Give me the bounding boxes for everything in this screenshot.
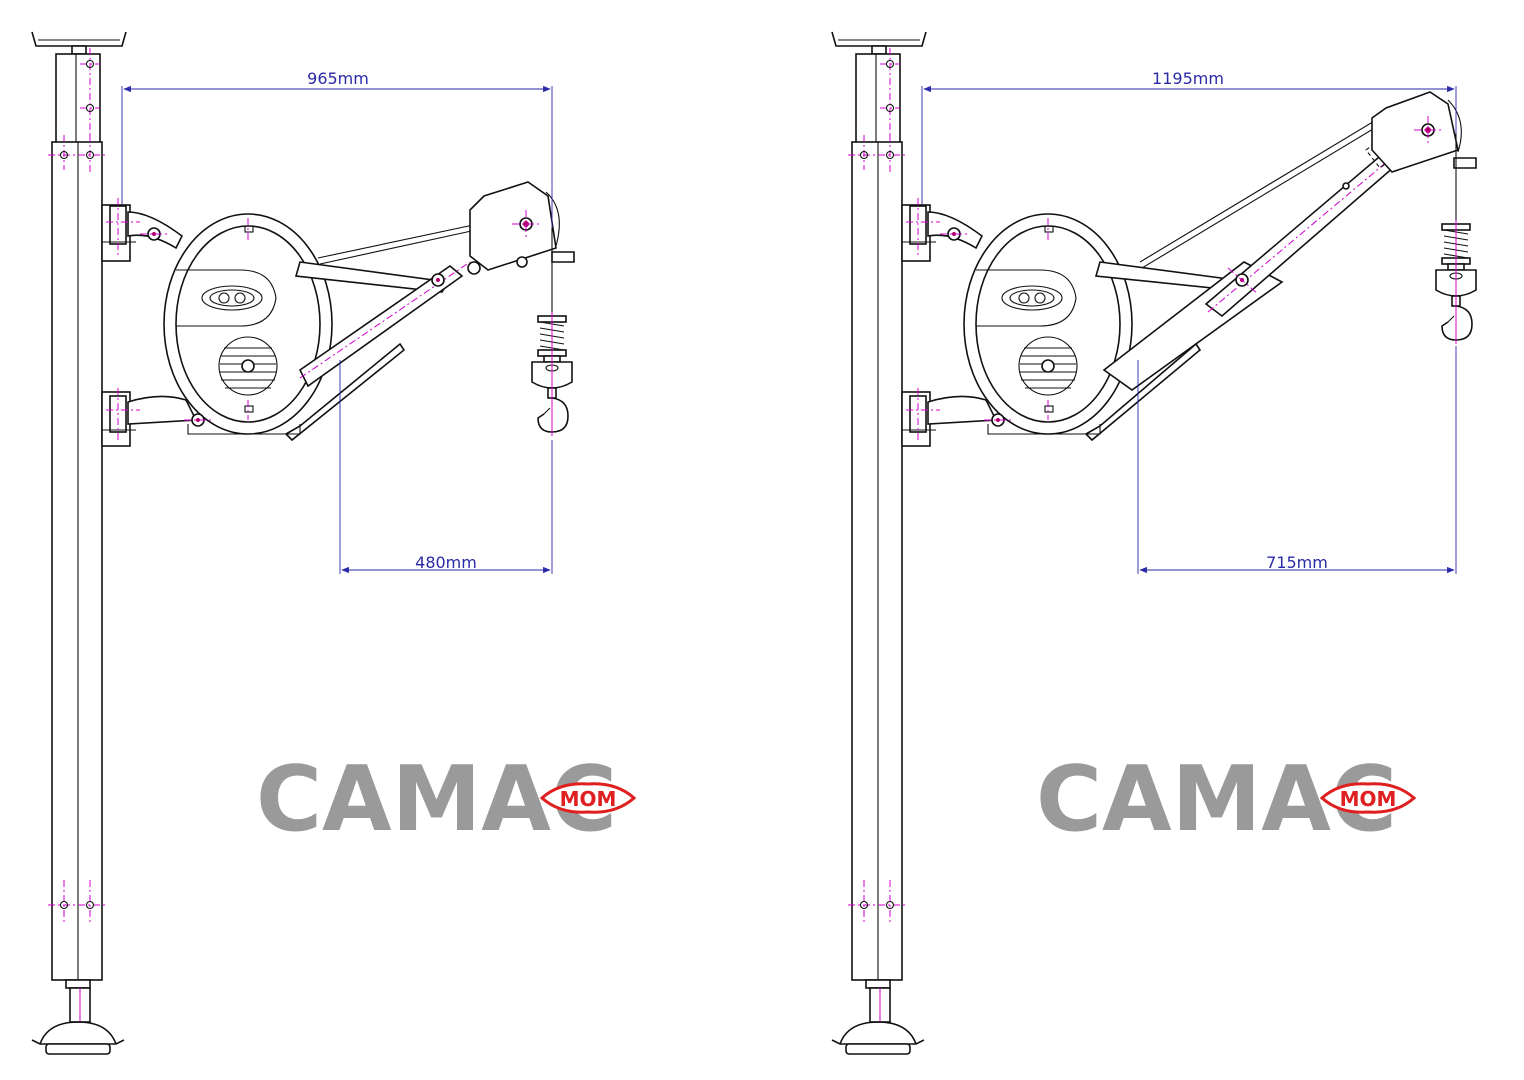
pulley-head-right (1371, 91, 1477, 173)
dimension-top-left: 965mm (121, 69, 553, 228)
dimension-label-top-right: 1195mm (1152, 69, 1224, 88)
dimension-label-top-left: 965mm (307, 69, 369, 88)
boom-arm-left (284, 223, 479, 442)
mom-badge-right (1319, 782, 1417, 814)
hook-left (531, 311, 573, 437)
mom-badge-text-left: MOM (560, 787, 617, 811)
dimension-bottom-left: 480mm (339, 360, 553, 574)
camac-logo-left: CAMAC MOM (256, 747, 637, 852)
dimension-bottom-right: 715mm (1137, 346, 1457, 574)
hook-right (1435, 219, 1477, 345)
boom-arm-right (1084, 107, 1421, 442)
dimension-label-bottom-right: 715mm (1266, 553, 1328, 572)
pulley-head-left (467, 181, 575, 275)
figure-right: 1195mm 715mm CAMAC MOM (831, 31, 1477, 1055)
figure-left: 965mm 480mm CAMAC MOM (31, 31, 637, 1055)
dimension-top-right: 1195mm (921, 69, 1457, 205)
camac-logo-right: CAMAC MOM (1036, 747, 1417, 852)
mom-badge-text-right: MOM (1340, 787, 1397, 811)
mom-badge-left (539, 782, 637, 814)
dimension-label-bottom-left: 480mm (415, 553, 477, 572)
